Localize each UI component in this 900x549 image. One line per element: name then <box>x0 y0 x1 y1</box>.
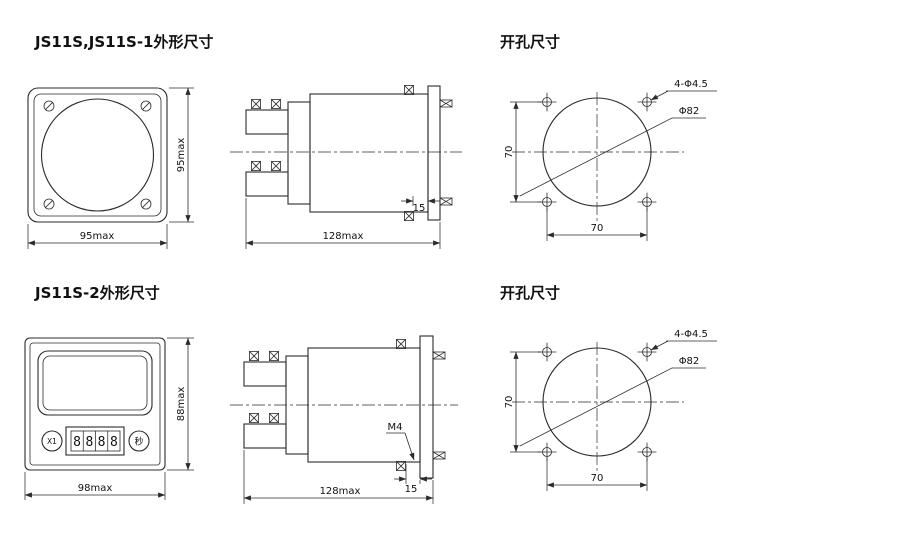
terminal-screw-icon <box>249 413 259 423</box>
dim-height-label: 95max <box>176 138 187 173</box>
holes-callout-label: 4-Φ4.5 <box>674 79 708 90</box>
panel-stud-icon <box>439 197 453 206</box>
dim-vertical-label: 70 <box>504 146 515 159</box>
corner-screw-icon <box>140 100 152 112</box>
diameter-leader <box>519 367 673 447</box>
round-window <box>40 98 155 212</box>
counter-digit: 8 <box>98 435 106 450</box>
dim-length-label: 128max <box>320 486 361 497</box>
title-cutout-top: 开孔尺寸 <box>500 33 560 51</box>
reset-knob-label: X1 <box>47 437 57 446</box>
js11s-front-view <box>27 87 168 223</box>
dim-offset-label: 15 <box>405 484 418 495</box>
rear-section <box>285 355 309 455</box>
mounting-flange <box>419 335 434 479</box>
panel-stud-icon <box>439 99 453 108</box>
corner-screw-icon <box>140 198 152 210</box>
title-js11s2-outline: JS11S-2外形尺寸 <box>34 284 160 302</box>
mounting-hole-icon <box>637 342 657 362</box>
relay-body <box>309 93 429 213</box>
js11s2-side-length-dimension: 128max <box>243 450 434 504</box>
terminal-block <box>245 171 289 197</box>
counter-digit: 8 <box>85 435 93 450</box>
dim-offset-label: 15 <box>413 203 426 214</box>
clamp-screw-icon <box>404 85 414 95</box>
terminal-block <box>243 423 287 449</box>
clamp-screw-icon <box>396 339 406 349</box>
diameter-label: Φ82 <box>679 356 700 367</box>
dim-width-label: 95max <box>80 231 115 242</box>
cutout-bottom-horizontal-dimension: 70 <box>546 458 648 491</box>
mounting-hole-icon <box>637 92 657 112</box>
counter-digit: 8 <box>110 435 118 450</box>
js11s-front-height-dimension: 95max <box>169 87 194 223</box>
panel-stud-icon <box>432 451 446 460</box>
js11s-side-length-dimension: 128max <box>245 198 441 249</box>
clamp-screw-icon <box>396 461 406 471</box>
cutout-top-vertical-dimension: 70 <box>504 101 541 203</box>
display-window <box>37 350 153 416</box>
terminal-screw-icon <box>251 161 261 171</box>
corner-screw-icon <box>43 198 55 210</box>
rear-section <box>287 101 311 205</box>
terminal-screw-icon <box>269 413 279 423</box>
cutout-top-horizontal-dimension: 70 <box>546 208 648 241</box>
terminal-screw-icon <box>251 99 261 109</box>
js11s2-front-width-dimension: 98max <box>24 472 166 500</box>
terminal-block <box>243 361 287 387</box>
reset-knob <box>41 430 63 452</box>
unit-knob-label: 秒 <box>134 436 143 448</box>
terminal-screw-icon <box>249 351 259 361</box>
terminal-block <box>245 109 289 135</box>
dim-horizontal-label: 70 <box>591 473 604 484</box>
screw-spec-label: M4 <box>388 422 403 433</box>
js11s2-front-height-dimension: 88max <box>167 337 194 471</box>
mounting-flange <box>427 85 441 221</box>
js11s2-side-view <box>230 335 458 479</box>
cutout-circle <box>542 97 652 207</box>
dim-horizontal-label: 70 <box>591 223 604 234</box>
corner-screw-icon <box>43 100 55 112</box>
counter-digit: 8 <box>73 435 81 450</box>
js11s-front-width-dimension: 95max <box>27 224 168 249</box>
terminal-screw-icon <box>269 351 279 361</box>
m4-callout: M4 <box>386 422 415 461</box>
panel-stud-icon <box>432 351 446 360</box>
diameter-label: Φ82 <box>679 106 700 117</box>
dim-length-label: 128max <box>323 231 364 242</box>
cutout-circle <box>542 347 652 457</box>
dim-width-label: 98max <box>78 483 113 494</box>
cutout-bottom-vertical-dimension: 70 <box>504 351 541 453</box>
digit-counter: 8 8 8 8 <box>65 426 125 456</box>
holes-callout-label: 4-Φ4.5 <box>674 329 708 340</box>
unit-knob <box>128 430 150 452</box>
diameter-leader <box>519 117 673 197</box>
js11s2-side-offset-dimension: 15 <box>394 464 432 495</box>
title-cutout-bottom: 开孔尺寸 <box>500 284 560 302</box>
terminal-screw-icon <box>271 99 281 109</box>
js11s-side-offset-dimension: 15 <box>401 196 440 214</box>
dim-height-label: 88max <box>176 387 187 422</box>
cutout-drawing-top: 4-Φ4.5 Φ82 <box>512 79 717 222</box>
title-js11s-outline: JS11S,JS11S-1外形尺寸 <box>34 33 213 51</box>
dim-vertical-label: 70 <box>504 396 515 409</box>
terminal-screw-icon <box>271 161 281 171</box>
cutout-drawing-bottom: 4-Φ4.5 Φ82 <box>512 329 717 472</box>
js11s-side-view <box>230 85 462 221</box>
js11s2-front-view: X1 秒 8 8 8 8 <box>24 337 166 471</box>
